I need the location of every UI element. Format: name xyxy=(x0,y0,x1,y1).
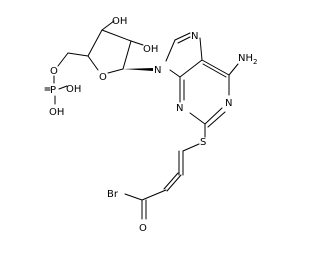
atom-o-carbonyl: O xyxy=(139,223,147,234)
bond-c3-oh xyxy=(101,20,115,31)
atom-o-ether: O xyxy=(50,66,58,77)
bond-n1-c2 xyxy=(204,107,223,125)
bond-layer xyxy=(44,20,239,220)
atom-oh-p-right: OH xyxy=(66,84,81,95)
bond-n7-c5 xyxy=(199,37,203,61)
bond-ch-co xyxy=(141,189,167,201)
atom-o-ring: O xyxy=(99,72,107,83)
bond-c4-n9 xyxy=(169,69,181,78)
bond-o-ch2 xyxy=(57,52,69,67)
bond-c4-c3 xyxy=(87,29,103,57)
atom-br: Br xyxy=(107,189,119,200)
bond-c1-o xyxy=(107,68,124,74)
bond-ch2-c4 xyxy=(67,52,89,57)
bond-p-oh-right xyxy=(58,85,68,90)
atom-n7: N xyxy=(191,31,198,42)
atom-oh-p-bottom: OH xyxy=(49,107,64,118)
bond-c5-c6 xyxy=(201,59,230,76)
bond-n1-c2-double xyxy=(207,111,226,128)
bond-c1-n9-wedge xyxy=(123,68,153,71)
bond-c8-n7 xyxy=(174,32,191,41)
bond-o-c4 xyxy=(87,55,99,71)
bond-n9-c8 xyxy=(165,39,176,62)
atom-oh-right: OH xyxy=(143,44,158,55)
atom-oh-top: OH xyxy=(112,16,127,27)
atom-nh2-subscript: 2 xyxy=(253,58,257,66)
bond-s-ch xyxy=(182,143,200,152)
bond-c5-c6-double xyxy=(202,63,227,78)
bond-c2-c1 xyxy=(122,40,132,70)
bond-c-ch-double-2 xyxy=(163,172,179,190)
bond-c2-n3 xyxy=(189,112,206,125)
atom-n9: N xyxy=(154,65,161,76)
bond-c3-c2 xyxy=(101,29,132,42)
atom-nh2: NH2 xyxy=(238,53,257,66)
bond-c5-c4 xyxy=(179,59,203,78)
atom-n3: N xyxy=(176,103,183,114)
bond-co-br xyxy=(124,193,143,201)
bond-c6-nh2 xyxy=(228,63,239,76)
atom-p: P xyxy=(50,85,56,96)
molecule-diagram: OH OH O P OH OH O N N NH2 N N S Br O xyxy=(44,16,257,234)
atom-n1: N xyxy=(225,98,232,109)
bond-c-ch-double xyxy=(166,174,182,192)
bond-c8-n7-double xyxy=(177,36,191,44)
bond-c2-oh xyxy=(130,40,144,46)
structure-svg: OH OH O P OH OH O N N NH2 N N S Br O xyxy=(44,16,257,234)
label-layer: OH OH O P OH OH O N N NH2 N N S Br O xyxy=(49,16,257,234)
atom-nh2-main: NH xyxy=(238,53,253,64)
atom-s: S xyxy=(200,137,206,148)
